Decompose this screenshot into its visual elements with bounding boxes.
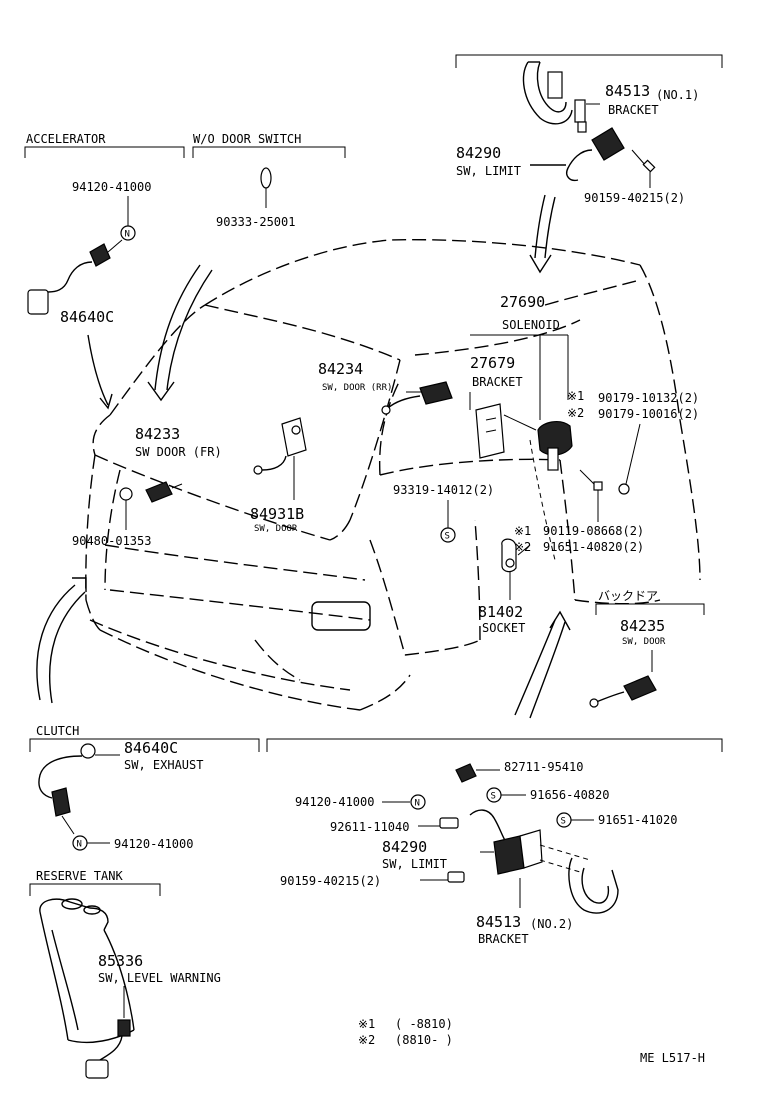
- part-name-85336: SW, LEVEL WARNING: [98, 971, 221, 985]
- clutch-switch: 84640C SW, EXHAUST N 94120-41000: [38, 739, 203, 851]
- part-number-27679: 27679: [470, 354, 515, 372]
- part-number-84640c-clutch: 84640C: [124, 739, 178, 757]
- accelerator-switch: 94120-41000 N 84640C: [27, 180, 151, 326]
- mark-2-solenoid: ※2: [567, 406, 584, 420]
- part-number-84290-low: 84290: [382, 838, 427, 856]
- part-number-90480: 90480-01353: [72, 534, 151, 548]
- part-number-94120-low: 94120-41000: [295, 795, 374, 809]
- part-name-84235: SW, DOOR: [622, 637, 666, 647]
- part-name-84513-no2: BRACKET: [478, 932, 529, 946]
- part-name-27690: SOLENOID: [502, 318, 560, 332]
- part-number-90179-b: 90179-10016(2): [598, 407, 699, 421]
- section-back-door: バックドア: [595, 589, 705, 615]
- door-switch-84235: 84235 SW, DOOR: [589, 617, 666, 708]
- section-clutch: CLUTCH: [29, 724, 723, 752]
- legend-mark-2: ※2: [358, 1033, 375, 1047]
- plug-90480: 90480-01353: [72, 487, 151, 548]
- section-wo-door-switch: W/O DOOR SWITCH: [192, 132, 346, 158]
- part-name-84290-low: SW, LIMIT: [382, 857, 447, 871]
- part-number-90119: 90119-08668(2): [543, 524, 644, 538]
- part-qualifier-84513-no2: (NO.2): [530, 917, 573, 931]
- part-number-90159-low: 90159-40215(2): [280, 874, 381, 888]
- legend: ※1 ( -8810) ※2 (8810- ): [358, 1017, 453, 1047]
- part-number-84513-no1: 84513: [605, 82, 650, 100]
- part-number-91651-top: 91651-40820(2): [543, 540, 644, 554]
- part-name-84233: SW DOOR (FR): [135, 445, 222, 459]
- part-number-90179-a: 90179-10132(2): [598, 391, 699, 405]
- socket-81402: ※1 ※2 90119-08668(2) 91651-40820(2) 8140…: [478, 524, 644, 635]
- section-label-reserve-tank: RESERVE TANK: [36, 869, 123, 883]
- limit-switch-84290-top: 84290 SW, LIMIT 90159-40215(2): [456, 127, 685, 205]
- part-number-90333: 90333-25001: [216, 215, 295, 229]
- part-number-85336: 85336: [98, 952, 143, 970]
- mark-1-socket: ※1: [514, 524, 531, 538]
- door-switch-84931b: 84931B SW, DOOR: [250, 417, 307, 534]
- mark-1-solenoid: ※1: [567, 389, 584, 403]
- solenoid-27690: 27690 SOLENOID: [470, 293, 573, 471]
- part-number-92611: 92611-11040: [330, 820, 409, 834]
- section-label-back-door: バックドア: [598, 589, 658, 603]
- part-number-84513-no2: 84513: [476, 913, 521, 931]
- nut-mark: N: [125, 230, 130, 240]
- part-number-27690: 27690: [500, 293, 545, 311]
- part-number-84235: 84235: [620, 617, 665, 635]
- legend-range-1: ( -8810): [395, 1017, 453, 1031]
- part-name-84234: SW, DOOR (RR): [322, 383, 392, 393]
- reserve-tank: 85336 SW, LEVEL WARNING: [39, 898, 221, 1079]
- part-qualifier-84513-no1: (NO.1): [656, 88, 699, 102]
- nut-icon: [120, 225, 136, 241]
- part-number-94120-acc: 94120-41000: [72, 180, 151, 194]
- part-name-84290-top: SW, LIMIT: [456, 164, 521, 178]
- bracket-27679: 27679 BRACKET: [469, 354, 537, 459]
- mark-2-socket: ※2: [514, 540, 531, 554]
- solenoid-fasteners: ※1 ※2 90179-10132(2) 90179-10016(2): [567, 389, 699, 522]
- section-label-accelerator: ACCELERATOR: [26, 132, 106, 146]
- part-number-84290-top: 84290: [456, 144, 501, 162]
- part-number-90159-top: 90159-40215(2): [584, 191, 685, 205]
- screw-93319: 93319-14012(2) S: [393, 483, 494, 543]
- part-name-84513-no1: BRACKET: [608, 103, 659, 117]
- door-switch-84234: 84234 SW, DOOR (RR): [318, 360, 453, 415]
- nut-mark-low: N: [415, 799, 420, 809]
- nut-mark-clutch: N: [77, 840, 82, 850]
- part-number-81402: 81402: [478, 603, 523, 621]
- door-switch-84233: 84233 SW DOOR (FR): [135, 425, 222, 503]
- screw-mark-91651-low: S: [561, 817, 566, 827]
- drawing-code: ME L517-H: [640, 1051, 705, 1065]
- part-number-84931b: 84931B: [250, 505, 304, 523]
- section-limit-switch-top: [455, 54, 723, 68]
- part-name-84931b: SW, DOOR: [254, 524, 298, 534]
- plug-90333: 90333-25001: [216, 167, 295, 229]
- legend-range-2: (8810- ): [395, 1033, 453, 1047]
- part-number-91656: 91656-40820: [530, 788, 609, 802]
- part-number-84233: 84233: [135, 425, 180, 443]
- part-number-84640c-acc: 84640C: [60, 308, 114, 326]
- callout-arrows: [36, 194, 571, 719]
- van-body: [85, 238, 701, 711]
- section-label-wo-door-switch: W/O DOOR SWITCH: [193, 132, 301, 146]
- bracket-84513-no1: 84513 (NO.1) BRACKET: [522, 61, 699, 133]
- part-number-84234: 84234: [318, 360, 363, 378]
- legend-mark-1: ※1: [358, 1017, 375, 1031]
- part-name-27679: BRACKET: [472, 375, 523, 389]
- part-number-82711: 82711-95410: [504, 760, 583, 774]
- section-reserve-tank: RESERVE TANK: [29, 869, 161, 896]
- part-number-94120-clutch: 94120-41000: [114, 837, 193, 851]
- part-name-81402: SOCKET: [482, 621, 525, 635]
- section-label-clutch: CLUTCH: [36, 724, 79, 738]
- part-name-84640c-clutch: SW, EXHAUST: [124, 758, 203, 772]
- part-number-93319: 93319-14012(2): [393, 483, 494, 497]
- screw-mark-91656: S: [491, 792, 496, 802]
- section-accelerator: ACCELERATOR: [24, 132, 185, 158]
- part-number-91651-low: 91651-41020: [598, 813, 677, 827]
- screw-mark-93319: S: [445, 532, 450, 542]
- limit-switch-group-lower: 82711-95410 94120-41000 N S 91656-40820 …: [280, 760, 677, 946]
